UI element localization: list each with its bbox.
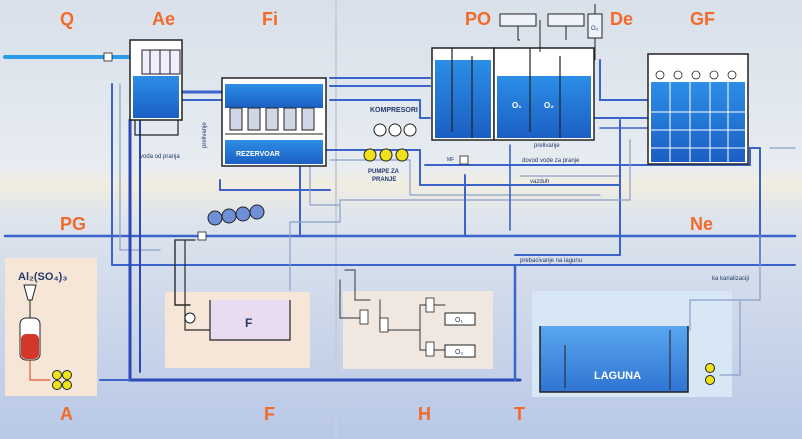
compressors (373, 123, 417, 137)
label-o2-tank: O₂ (455, 349, 463, 356)
section-f: F (264, 404, 275, 424)
section-ne: Ne (690, 214, 713, 234)
label-voda-od-pranja: voda od pranja (140, 154, 180, 160)
label-o3: O₃ (591, 26, 599, 32)
label-chemical: Al₂(SO₄)₃ (18, 271, 67, 283)
label-o2: O₂ (544, 101, 554, 110)
wash-pumps (363, 148, 409, 162)
section-a: A (60, 404, 73, 424)
section-q: Q (60, 9, 74, 29)
label-f-tank: F (245, 316, 252, 330)
filter-unit (221, 77, 327, 167)
degasser (587, 4, 603, 60)
label-pumpe-1: PUMPE ZA (368, 169, 400, 175)
aerator-tank (129, 39, 183, 136)
chemical-dosing (19, 284, 72, 390)
blower-bank (207, 204, 265, 226)
section-de: De (610, 9, 633, 29)
section-po: PO (465, 9, 491, 29)
flocculant-tank (184, 300, 291, 341)
section-t: T (514, 404, 525, 424)
label-prelivanje: prelivanje (202, 122, 208, 148)
section-pg: PG (60, 214, 86, 234)
section-fi: Fi (262, 9, 278, 29)
label-o1-tank: O₁ (455, 317, 463, 324)
pipe-network (3, 55, 797, 382)
ozonation-tanks (431, 13, 595, 141)
section-gf: GF (690, 9, 715, 29)
label-reservoir: REZERVOAR (236, 151, 280, 158)
label-o1: O₁ (512, 101, 522, 110)
label-prebacivanje: prebacivanje na lagunu (520, 258, 582, 264)
valves (103, 52, 469, 357)
label-laguna: LAGUNA (594, 370, 641, 382)
section-ae: Ae (152, 9, 175, 29)
lagoon (539, 326, 715, 393)
label-vazduh: vazduh (530, 179, 549, 185)
ozone-generators (444, 312, 476, 358)
label-mf: MF (447, 157, 454, 163)
label-kompresori: KOMPRESORI (370, 107, 418, 114)
granular-filters (647, 53, 749, 165)
label-pumpe-2: PRANJE (372, 177, 396, 183)
section-h: H (418, 404, 431, 424)
label-ka-kanalizaciji: ka kanalizaciji (712, 276, 749, 282)
label-dovod-vode: dovod vode za pranje (522, 158, 580, 164)
label-prelivanje-2: prelivanje (534, 143, 560, 149)
